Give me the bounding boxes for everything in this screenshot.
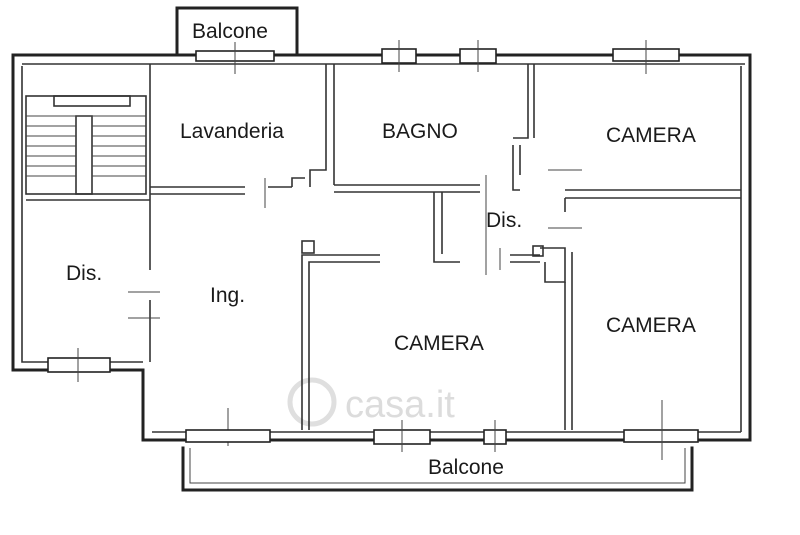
label-balcone-top: Balcone xyxy=(192,20,268,43)
label-camera-right: CAMERA xyxy=(606,314,696,337)
wall-left-inner xyxy=(21,66,143,363)
watermark-logo-icon xyxy=(287,377,337,427)
stair-core xyxy=(75,115,93,195)
door-markers xyxy=(227,175,501,446)
balcony-top-rail xyxy=(175,6,299,54)
label-dis-center: Dis. xyxy=(486,209,522,232)
watermark: casa.it xyxy=(287,377,455,427)
windows xyxy=(47,40,699,460)
wall-left-outer xyxy=(11,53,145,372)
label-ingresso: Ing. xyxy=(210,284,245,307)
window-camera-right xyxy=(623,429,699,443)
watermark-text: casa.it xyxy=(345,384,455,426)
outer-walls xyxy=(11,53,752,442)
stair-box xyxy=(25,95,147,195)
label-bagno: BAGNO xyxy=(382,120,458,143)
balcony-top xyxy=(175,6,299,54)
window-dis-left xyxy=(47,357,111,373)
label-lavanderia: Lavanderia xyxy=(180,120,284,143)
balcony-bottom-rail xyxy=(181,446,694,492)
label-camera-top-right: CAMERA xyxy=(606,124,696,147)
wall-right-bottom xyxy=(141,53,752,442)
room-labels: Balcone Lavanderia BAGNO CAMERA Dis. Dis… xyxy=(66,20,696,479)
balcony-bottom xyxy=(181,446,694,492)
label-balcone-bottom: Balcone xyxy=(428,456,504,479)
staircase xyxy=(25,95,147,195)
wall-lavanderia-right xyxy=(309,64,327,187)
label-camera-center: CAMERA xyxy=(394,332,484,355)
label-dis-left: Dis. xyxy=(66,262,102,285)
wall-bagno-right xyxy=(513,64,529,139)
wall-camera-center-left xyxy=(301,254,380,430)
interior-walls xyxy=(26,64,741,430)
window-ingresso xyxy=(185,429,271,443)
